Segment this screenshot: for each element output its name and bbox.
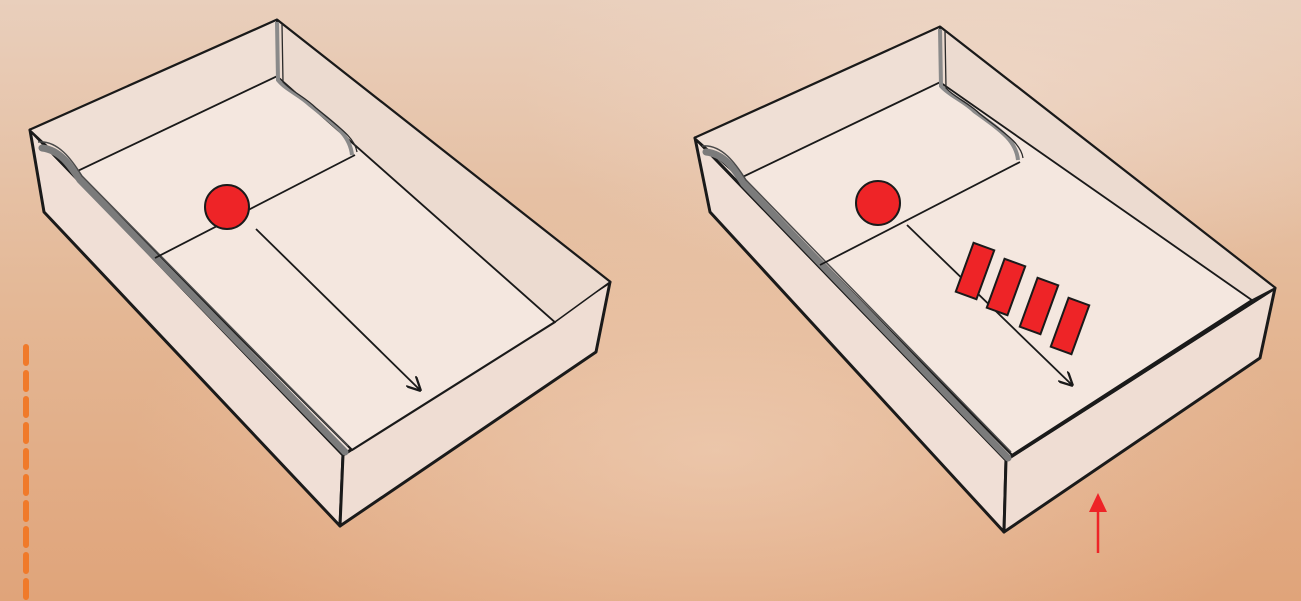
right-tray-ball	[855, 180, 901, 226]
right-tray-groove	[702, 148, 1012, 462]
block-1	[954, 241, 996, 301]
right-tray-back-groove	[938, 28, 1020, 161]
lift-arrow	[1089, 493, 1107, 553]
left-tray	[28, 18, 612, 528]
left-tray-groove	[38, 144, 349, 456]
left-tray-ball	[204, 184, 250, 230]
block-3	[1018, 276, 1060, 336]
right-tray	[693, 25, 1277, 534]
left-tray-back-groove	[275, 21, 354, 156]
right-tray-blocks	[954, 241, 1091, 356]
block-2	[985, 257, 1027, 317]
block-4	[1049, 296, 1091, 356]
left-tray-motion-arrow	[255, 228, 420, 390]
